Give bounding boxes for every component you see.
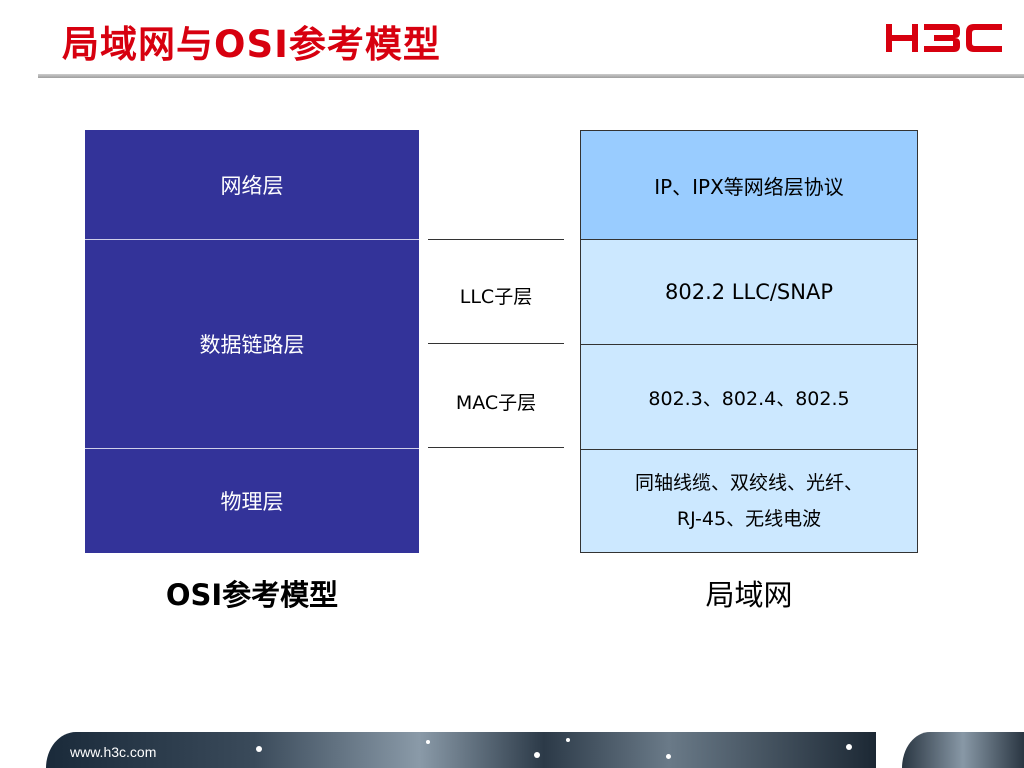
title-divider <box>38 74 1024 78</box>
footer-sparkle <box>846 744 852 750</box>
sublayer-divider <box>428 447 564 448</box>
sublayer-divider <box>428 239 564 240</box>
sublayer-divider <box>428 343 564 344</box>
osi-network-layer: 网络层 <box>85 130 419 239</box>
lan-llc-snap: 802.2 LLC/SNAP <box>581 240 917 345</box>
footer-sparkle <box>256 746 262 752</box>
lan-column: IP、IPX等网络层协议 802.2 LLC/SNAP 802.3、802.4、… <box>580 130 918 553</box>
mac-sublayer-label: MAC子层 <box>455 392 537 414</box>
osi-model-column: 网络层 数据链路层 物理层 <box>85 130 419 553</box>
lan-caption: 局域网 <box>705 578 793 612</box>
layer-divider <box>85 448 419 449</box>
lan-network-protocols: IP、IPX等网络层协议 <box>581 131 917 240</box>
llc-sublayer-label: LLC子层 <box>459 286 533 308</box>
osi-caption: OSI参考模型 <box>165 578 339 612</box>
footer-url[interactable]: www.h3c.com <box>70 744 157 760</box>
footer-sparkle <box>534 752 540 758</box>
osi-data-link-layer: 数据链路层 <box>85 240 419 448</box>
footer-sparkle <box>666 754 671 759</box>
lan-physical-media: 同轴线缆、双绞线、光纤、 RJ-45、无线电波 <box>581 450 917 552</box>
osi-physical-layer: 物理层 <box>85 449 419 553</box>
lan-physical-media-line2: RJ-45、无线电波 <box>676 508 822 530</box>
lan-mac-standards: 802.3、802.4、802.5 <box>581 345 917 450</box>
lan-physical-media-line1: 同轴线缆、双绞线、光纤、 <box>634 472 863 494</box>
h3c-logo <box>886 24 1002 52</box>
layer-divider <box>85 239 419 240</box>
footer-sparkle <box>566 738 570 742</box>
footer-sparkle <box>426 740 430 744</box>
footer-banner <box>46 732 876 768</box>
footer-banner-right <box>902 732 1024 768</box>
slide-title: 局域网与OSI参考模型 <box>62 23 441 66</box>
